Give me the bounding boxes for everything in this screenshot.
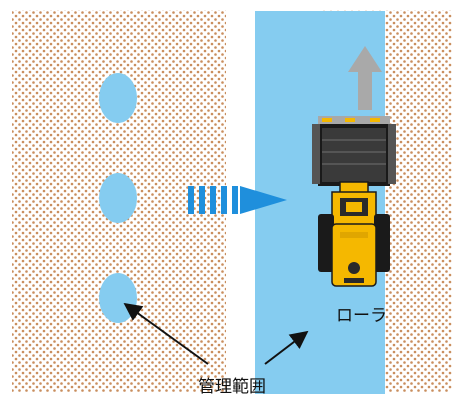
pointer-arrow-to-spot (123, 302, 209, 365)
direction-arrow-icon (348, 46, 382, 110)
roller-label: ローラ (336, 306, 387, 326)
measure-spot-3 (99, 273, 137, 323)
signal-arrow-icon (188, 186, 287, 214)
roller-machine-icon (312, 116, 396, 287)
measure-spot-2 (99, 173, 137, 223)
managed-area-label: 管理範囲 (198, 377, 266, 397)
measure-spot-1 (99, 73, 137, 123)
pointer-arrow-to-strip (264, 330, 309, 365)
